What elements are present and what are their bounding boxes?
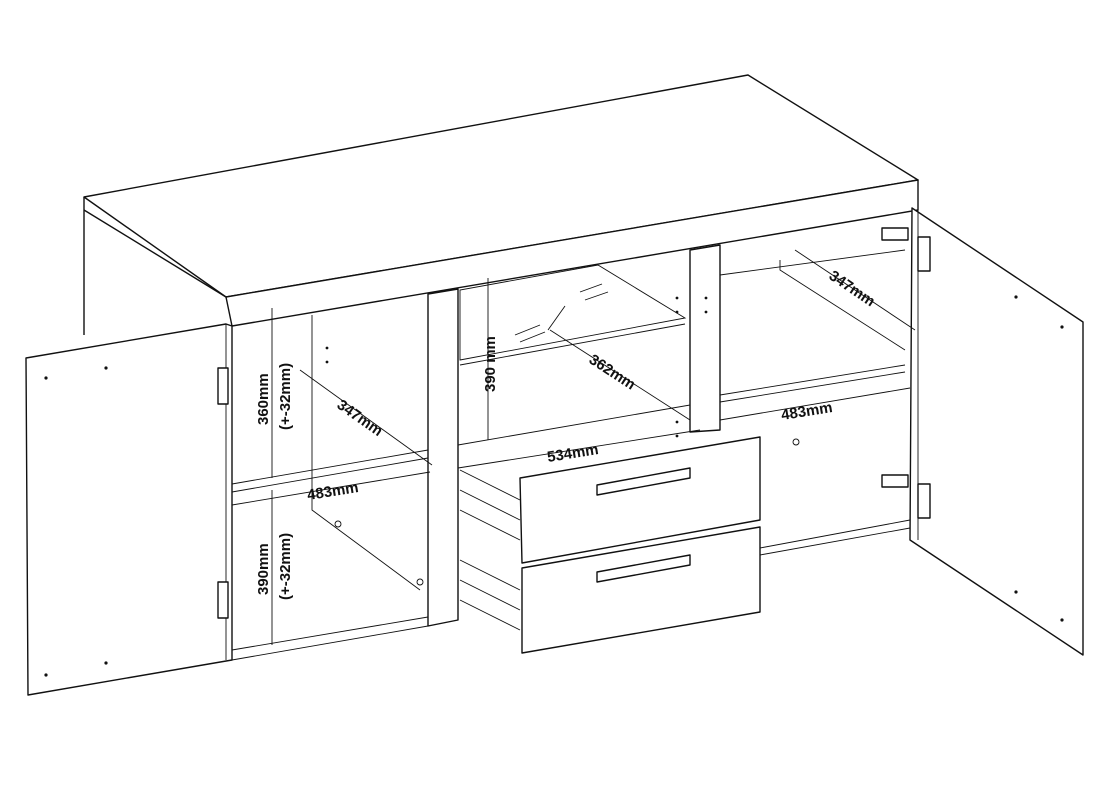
left-upper-tolerance-label: (+-32mm) <box>277 363 294 430</box>
drawer-width-label: 534mm <box>546 441 600 466</box>
drawer-runners <box>459 469 521 631</box>
right-shelf-width-label: 483mm <box>780 399 834 424</box>
left-lower-height-label: 390mm <box>255 543 272 595</box>
drawer-top-handle[interactable] <box>596 467 691 496</box>
left-upper-height-label: 360mm <box>255 373 272 425</box>
hinge-icon <box>217 581 229 619</box>
carcass <box>83 74 919 661</box>
left-door[interactable] <box>25 323 233 696</box>
center-shelf-depth-label: 362mm <box>586 351 639 393</box>
drawer-bottom-handle[interactable] <box>596 554 691 583</box>
hinge-icon <box>917 236 931 272</box>
dimension-lines <box>231 249 916 645</box>
left-lower-tolerance-label: (+-32mm) <box>277 533 294 600</box>
center-height-label: 390 mm <box>482 336 499 392</box>
hinge-icon <box>917 483 931 519</box>
left-shelf-depth-label: 347mm <box>334 396 386 440</box>
hinge-icon <box>217 367 229 405</box>
right-door[interactable] <box>881 207 1084 656</box>
left-shelf-width-label: 483mm <box>306 479 360 504</box>
right-shelf-depth-label: 347mm <box>826 267 878 310</box>
drawer-bottom[interactable] <box>521 526 761 654</box>
drawer-top[interactable] <box>519 436 761 564</box>
